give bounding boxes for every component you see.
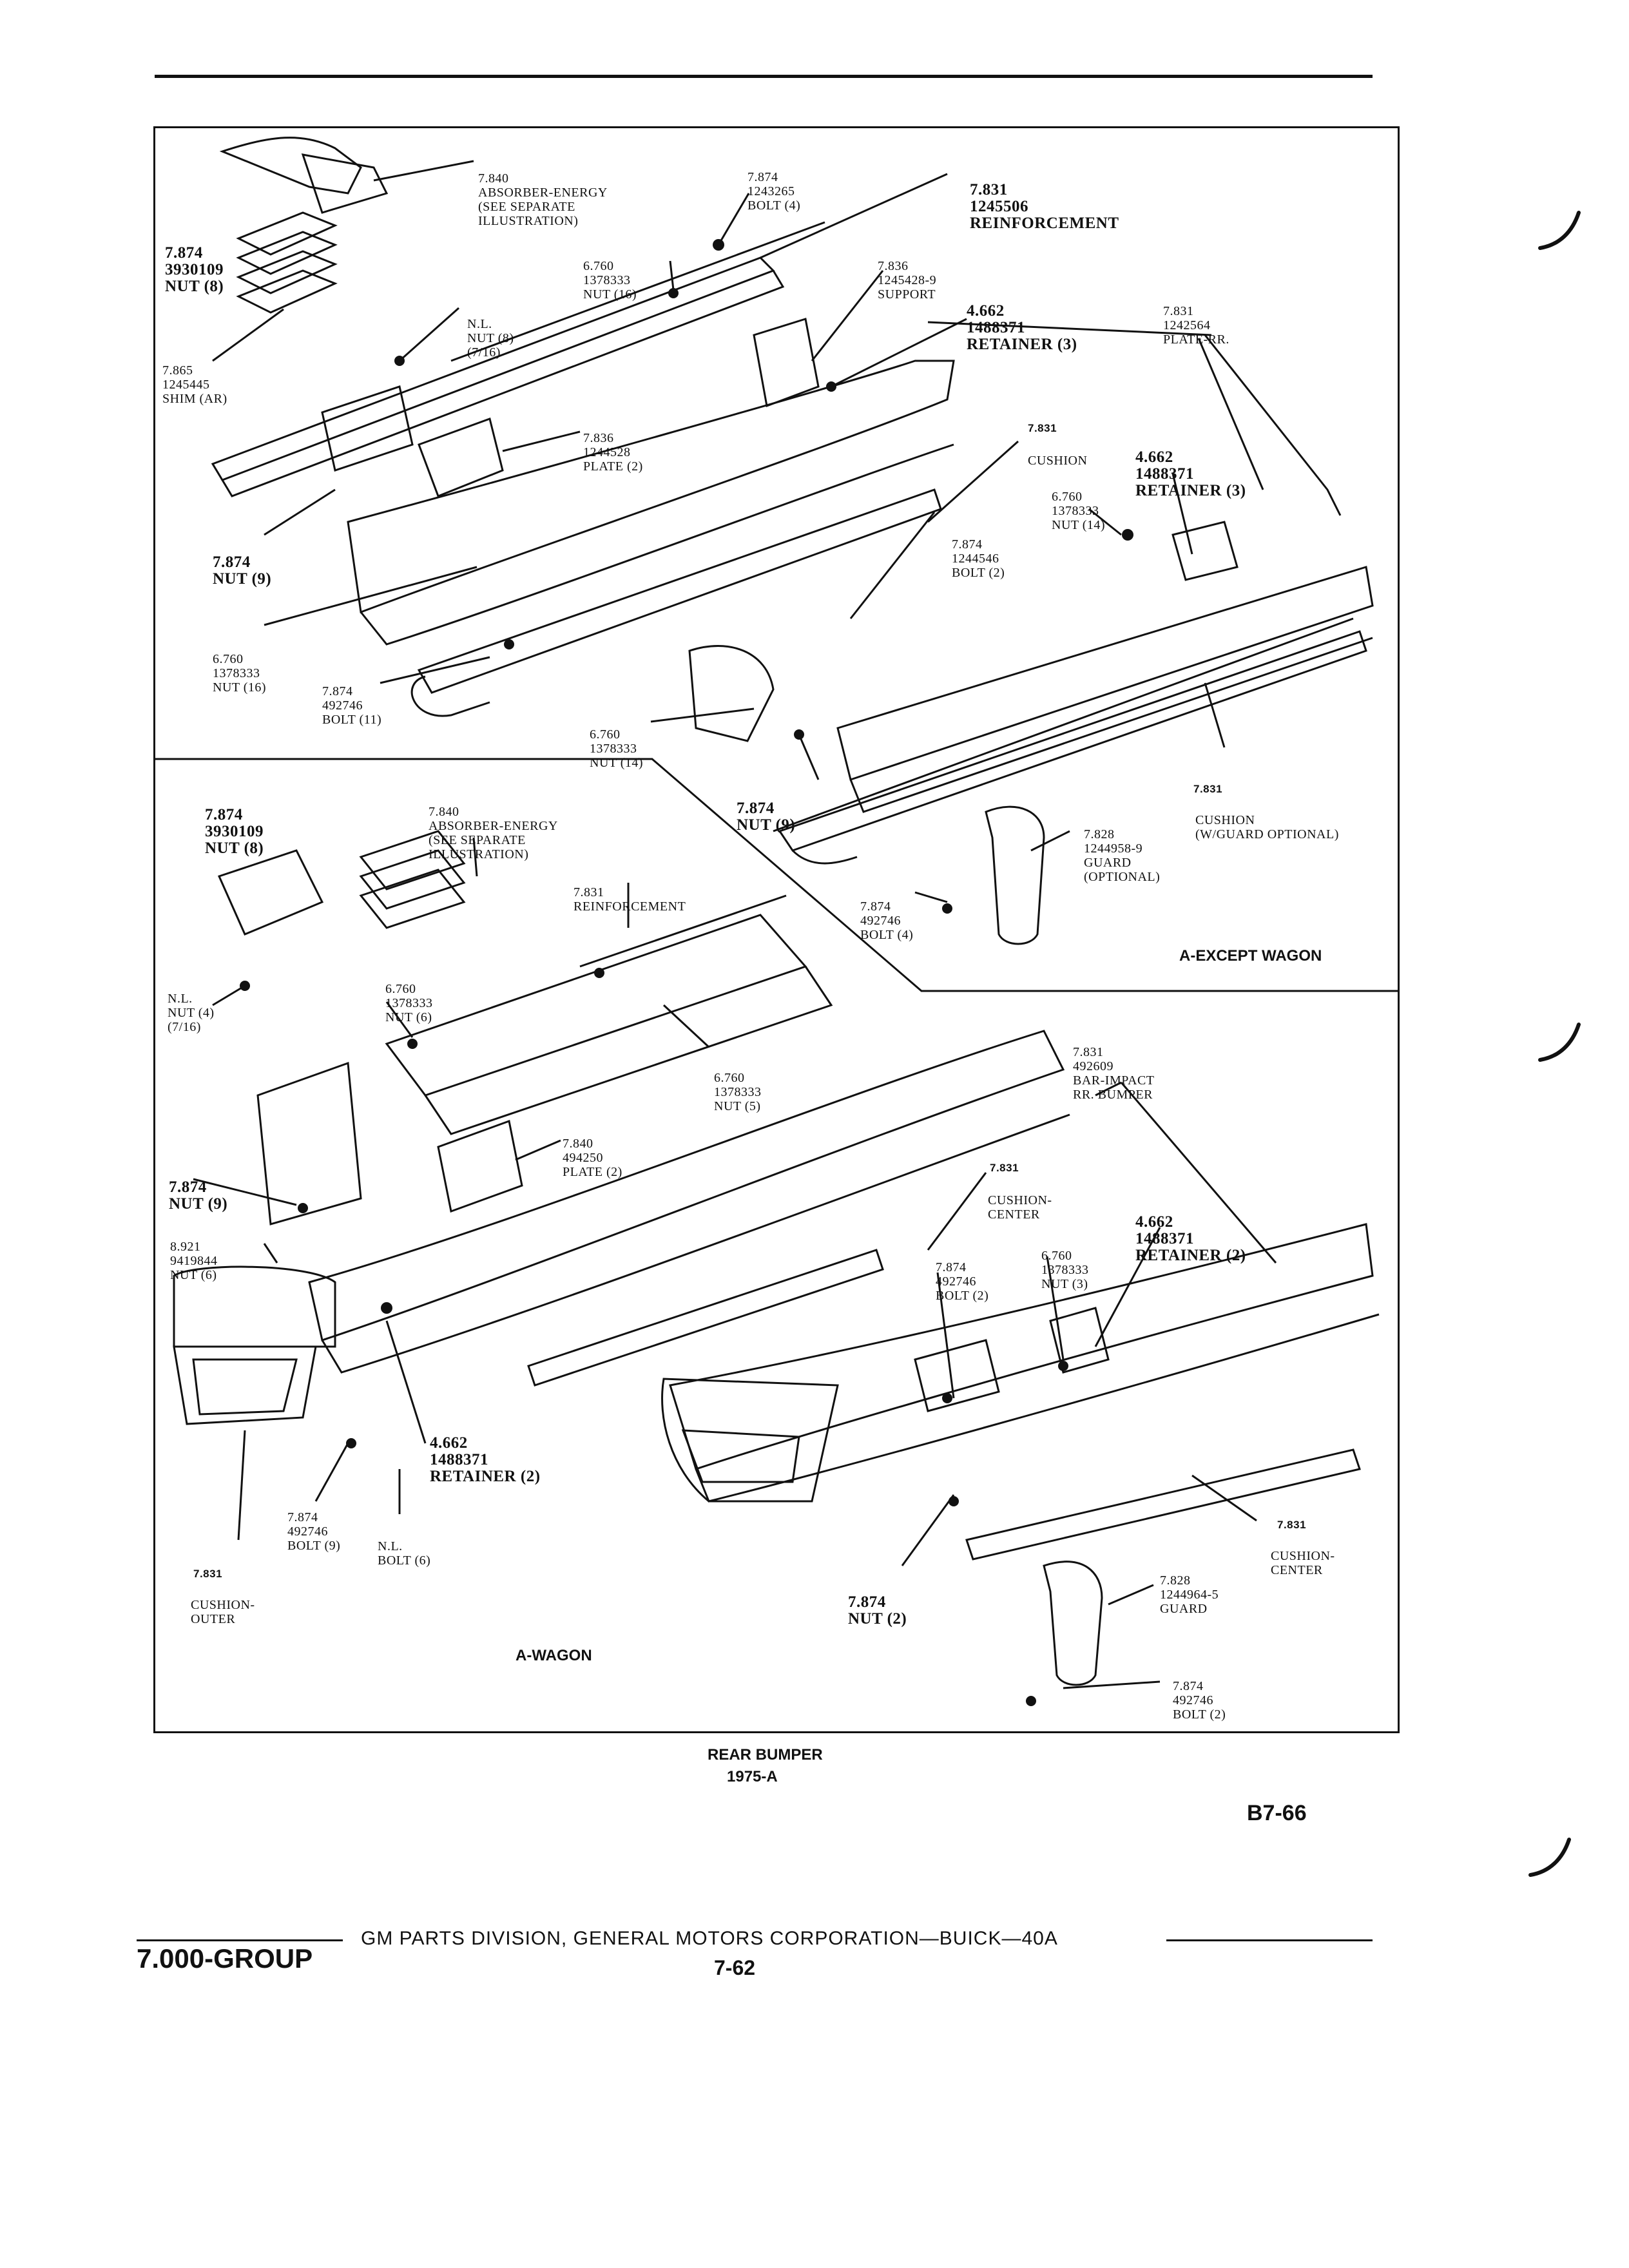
label-7831-cushion-guard-code: 7.831 (1193, 783, 1223, 795)
label-wagon-7831-center-code-b: 7.831 (1277, 1519, 1307, 1531)
label-wagon-cushion-center-b: CUSHION-CENTER (1271, 1549, 1335, 1577)
footer-corporation-text: GM PARTS DIVISION, GENERAL MOTORS CORPOR… (361, 1928, 1058, 1949)
top-rule (155, 75, 1373, 78)
figure-title: REAR BUMPER (708, 1746, 823, 1763)
label-cushion-top: CUSHION (1028, 454, 1088, 468)
figure-subtitle: 1975-A (727, 1768, 778, 1785)
label-nl-nut-top: N.L.NUT (8)(7/16) (467, 317, 514, 360)
diagram-frame (153, 126, 1400, 1733)
label-wagon-nl-bolt: N.L.BOLT (6) (378, 1539, 431, 1568)
footer-rule-left (137, 1939, 343, 1941)
page-code: B7-66 (1247, 1801, 1307, 1825)
panel-caption-except-wagon: A-EXCEPT WAGON (1179, 947, 1322, 965)
panel-caption-wagon: A-WAGON (516, 1647, 592, 1664)
label-7831-cushion-code: 7.831 (1028, 422, 1057, 434)
label-wagon-cushion-outer: CUSHION-OUTER (191, 1598, 255, 1626)
label-wagon-7831-center-code: 7.831 (990, 1162, 1019, 1174)
label-wagon-nl-nut: N.L.NUT (4)(7/16) (168, 992, 215, 1034)
label-cushion-guard-optional: CUSHION(W/GUARD OPTIONAL) (1195, 813, 1339, 841)
footer-group: 7.000-GROUP (137, 1943, 313, 1974)
label-wagon-cushion-center-a: CUSHION-CENTER (988, 1193, 1052, 1222)
label-wagon-7831-outer-code: 7.831 (193, 1568, 223, 1580)
footer-page-number: 7-62 (714, 1956, 756, 1979)
footer-rule-right (1166, 1939, 1373, 1941)
